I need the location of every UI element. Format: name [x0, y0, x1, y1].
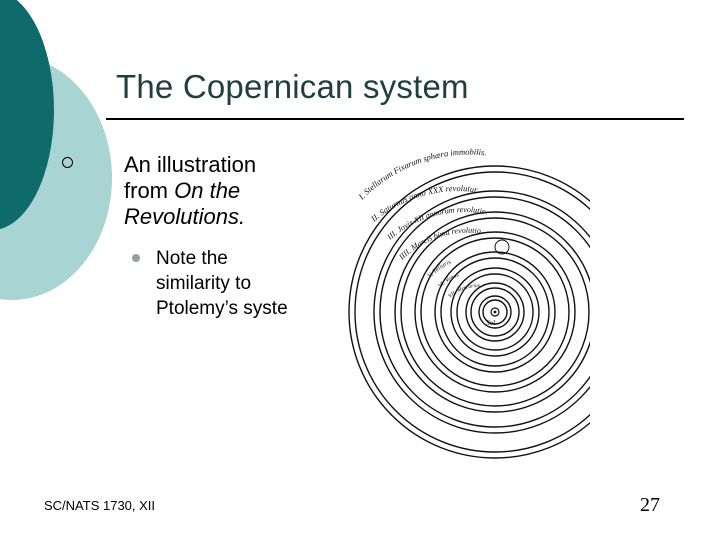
corner-decoration — [0, 0, 112, 300]
bullet-line-1: An illustration — [124, 152, 257, 177]
sun-icon — [490, 307, 500, 317]
orbit-ring — [465, 282, 525, 342]
orbit-ring — [456, 273, 534, 351]
sun-label: Sol. — [486, 319, 497, 327]
sub-bullet-line-3: Ptolemy’s syste — [156, 298, 288, 319]
hollow-bullet-icon — [62, 157, 73, 168]
bullet-line-2: from On the — [124, 178, 384, 204]
title-underline — [106, 118, 684, 120]
orbit-ring — [482, 299, 508, 325]
sub-bullet-line-2: similarity to — [156, 273, 252, 294]
ring-label-5: V. Telluris — [426, 258, 452, 279]
orbit-ring — [379, 196, 611, 428]
bullet-from: from — [124, 178, 175, 203]
bullet-book-title-2: Revolutions. — [124, 204, 246, 229]
orbit-ring — [478, 295, 512, 329]
slide-title: The Copernican system — [116, 68, 469, 105]
copernican-diagram: Sol. I. Stellarum Fixarum sphæra immobil… — [312, 140, 642, 470]
decor-ellipse-dark — [0, 0, 54, 229]
orbit-ring — [440, 257, 550, 367]
orbit-ring — [420, 237, 570, 387]
sub-bullet-text: Note the similarity to Ptolemy’s syste — [156, 246, 326, 321]
sun-dot — [493, 310, 497, 314]
filled-bullet-icon — [132, 254, 140, 262]
bullet-text: An illustration from On the Revolutions. — [124, 152, 384, 230]
sub-bullet-line-1: Note the — [156, 248, 228, 269]
footer-course-label: SC/NATS 1730, XII — [44, 498, 156, 513]
bullet-book-title-1: On the — [174, 178, 241, 203]
diagram-svg: Sol. I. Stellarum Fixarum sphæra immobil… — [348, 147, 642, 459]
orbit-ring — [400, 217, 590, 407]
bullet-line-3: Revolutions. — [124, 204, 384, 230]
page-number: 27 — [640, 494, 660, 516]
orbit-ring — [470, 287, 520, 337]
orbit-ring — [434, 251, 556, 373]
svg-text:V. Telluris: V. Telluris — [426, 258, 452, 279]
orbit-ring — [414, 231, 576, 393]
orbit-rings — [348, 165, 642, 459]
orbit-ring — [450, 267, 540, 357]
moon-epicycle — [494, 239, 510, 255]
